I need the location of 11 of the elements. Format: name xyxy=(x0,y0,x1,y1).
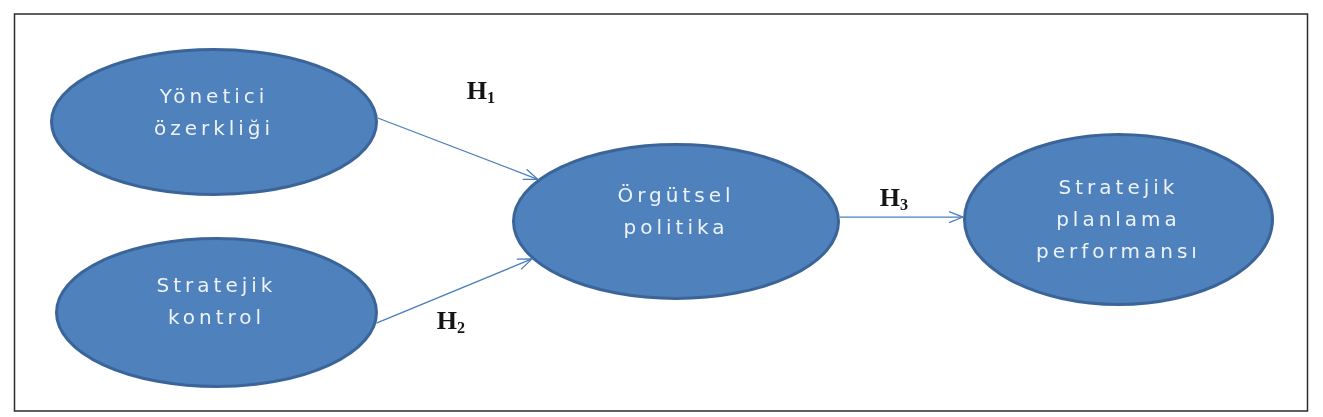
arrow xyxy=(839,210,964,224)
node-label: Örgütsel politika xyxy=(616,182,736,241)
ellipse-node xyxy=(50,48,378,196)
arrow xyxy=(377,117,539,181)
ellipse-node xyxy=(55,237,378,388)
ellipse-node xyxy=(963,133,1274,306)
ellipse-node xyxy=(512,143,840,300)
node-label: Stratejik kontrol xyxy=(155,272,278,331)
node-label: Stratejik planlama performansı xyxy=(1035,174,1202,265)
arrow xyxy=(375,258,533,324)
node-label: Yönetici özerkliği xyxy=(152,83,276,142)
